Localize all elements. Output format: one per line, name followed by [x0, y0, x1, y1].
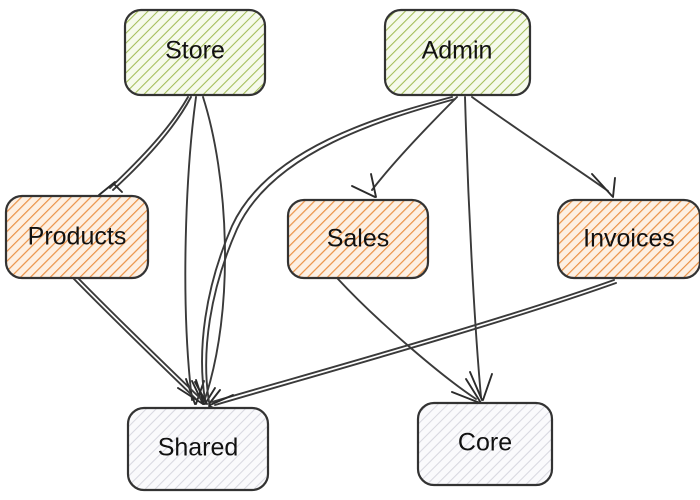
node-shared-shape — [126, 406, 270, 492]
node-products-shape — [4, 194, 150, 280]
node-store[interactable]: Store — [123, 8, 267, 97]
edge-admin-core — [464, 96, 493, 401]
edge-admin-sales — [351, 96, 458, 198]
edge-store-products — [98, 96, 192, 196]
node-invoices[interactable]: Invoices — [556, 198, 700, 280]
node-store-label: Store — [165, 37, 225, 65]
node-admin-label: Admin — [422, 37, 493, 65]
node-layer: Store Admin Products Sales Invoices Shar — [4, 8, 700, 492]
node-core-shape — [416, 401, 554, 487]
edge-layer — [73, 96, 617, 415]
node-admin[interactable]: Admin — [383, 8, 532, 97]
edge-admin-invoices — [471, 96, 616, 198]
node-shared[interactable]: Shared — [126, 406, 270, 492]
edge-products-shared — [73, 276, 205, 405]
node-sales-shape — [286, 198, 430, 280]
node-core[interactable]: Core — [416, 401, 554, 487]
node-sales[interactable]: Sales — [286, 198, 430, 280]
node-store-shape — [123, 8, 267, 97]
edge-invoices-shared — [208, 279, 617, 415]
node-core-label: Core — [458, 429, 512, 457]
node-products[interactable]: Products — [4, 194, 150, 280]
node-admin-shape — [383, 8, 532, 97]
edge-sales-core — [337, 278, 482, 404]
node-invoices-label: Invoices — [583, 225, 675, 253]
node-sales-label: Sales — [327, 225, 390, 253]
node-shared-label: Shared — [158, 434, 239, 462]
node-products-label: Products — [28, 223, 127, 251]
edge-store-shared-b — [191, 96, 226, 405]
node-invoices-shape — [556, 198, 700, 280]
